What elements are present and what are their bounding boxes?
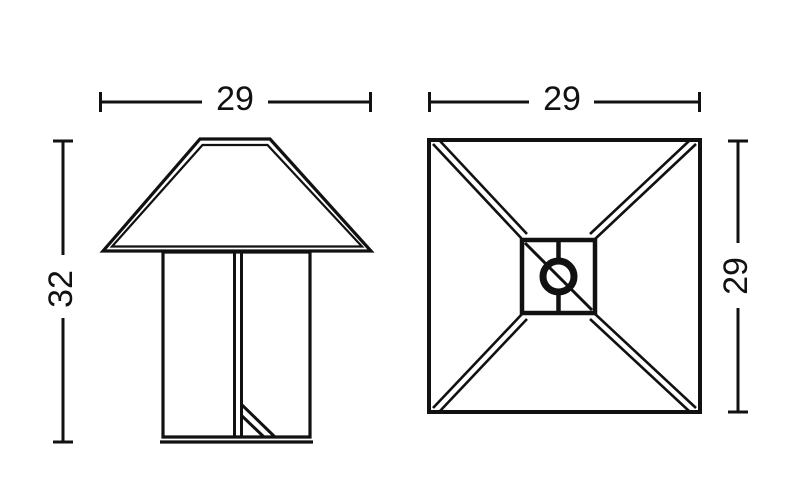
shade-diagonal-br-b: [589, 318, 690, 412]
dim-top-width-label: 29: [543, 80, 581, 118]
shade-diagonal-tl-b: [439, 140, 528, 235]
lamp-shade-outer: [99, 137, 375, 253]
shade-diagonal-bl-a: [432, 312, 524, 409]
lamp-base-box: [161, 250, 312, 439]
lamp-shade-inner: [109, 143, 365, 248]
dim-front-width-label: 29: [216, 80, 254, 118]
dim-top-depth-label: 29: [717, 257, 755, 295]
shade-outer-square: [427, 138, 702, 414]
lamp-base-brace-lower: [239, 413, 266, 439]
shade-diagonal-tr-a: [593, 143, 697, 241]
dimension-top-width: 29: [428, 80, 701, 118]
dimension-front-width: 29: [99, 80, 372, 118]
fitting-ring: [539, 257, 578, 296]
shade-diagonal-tl-a: [432, 143, 524, 241]
dimension-top-depth: 29: [717, 139, 755, 414]
top-plan-view: [427, 138, 702, 414]
shade-diagonal-br-a: [593, 312, 697, 409]
shade-diagonal-tr-b: [589, 140, 690, 235]
fitting-diagonal-strut: [523, 241, 594, 312]
shade-diagonal-bl-b: [439, 318, 528, 412]
fitting-square: [519, 237, 598, 316]
lamp-base-brace-upper: [239, 402, 277, 439]
dim-front-height-label: 32: [42, 270, 80, 308]
dimension-front-height: 32: [42, 139, 80, 444]
front-elevation-view: [99, 137, 375, 444]
